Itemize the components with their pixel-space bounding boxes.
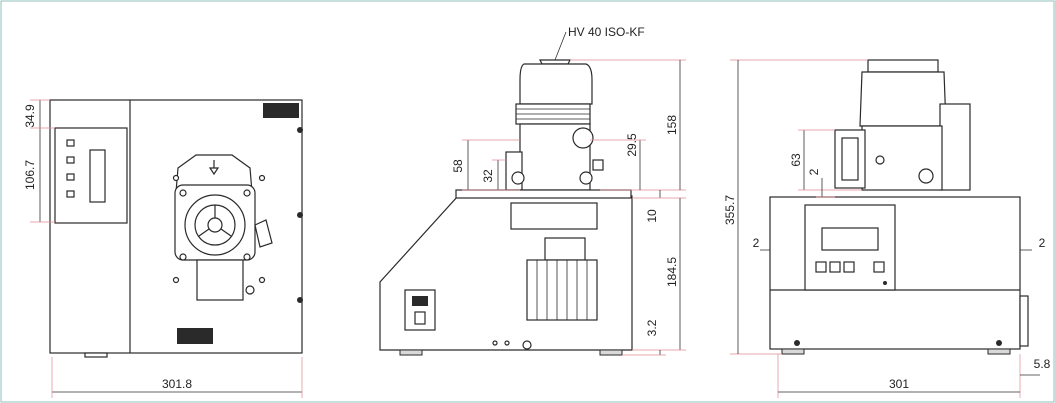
pump-lower-block xyxy=(196,259,244,301)
dim-pump-depth: 58 xyxy=(451,159,465,173)
flow-arrow-icon xyxy=(208,160,220,176)
front-vent-bottom xyxy=(177,328,213,344)
dim-top-offset: 34.9 xyxy=(23,104,37,128)
dim-total-height: 355.7 xyxy=(723,195,737,225)
electronics-box xyxy=(544,237,586,261)
dim-feet: 3.2 xyxy=(645,319,659,336)
front-button xyxy=(66,139,75,147)
dim-panel-height: 106.7 xyxy=(23,160,37,190)
front-view xyxy=(30,99,303,398)
flange-label: HV 40 ISO-KF xyxy=(568,25,645,39)
rear-button-left xyxy=(829,261,841,273)
dim-gauge-offset: 29.5 xyxy=(625,133,639,157)
dim-rear-upper: 63 xyxy=(789,153,803,167)
front-vent-top xyxy=(263,103,299,118)
dim-base-height: 184.5 xyxy=(665,257,679,287)
dim-front-width: 301.8 xyxy=(162,377,192,391)
rear-view xyxy=(730,59,1040,398)
side-view: HV 40 ISO-KF xyxy=(379,25,686,356)
base-top-plate xyxy=(455,189,632,199)
dim-rear-width: 301 xyxy=(889,377,909,391)
rear-button-menu xyxy=(815,261,827,273)
rear-dome xyxy=(859,71,947,127)
base-foot-left xyxy=(399,349,423,356)
rear-button-power xyxy=(873,261,885,273)
heat-sink xyxy=(526,259,598,321)
pump-side-port xyxy=(254,219,273,248)
dim-foot: 5.8 xyxy=(1034,357,1051,371)
rear-display xyxy=(821,227,879,251)
dim-right-margin: 2 xyxy=(1039,236,1046,250)
dim-inlet-height: 158 xyxy=(665,115,679,135)
base-display-window xyxy=(510,202,598,230)
pump-dome xyxy=(519,63,593,105)
front-display xyxy=(89,149,106,203)
rear-flange xyxy=(867,59,939,73)
dim-plate: 10 xyxy=(645,209,659,223)
power-switch xyxy=(412,296,428,306)
dim-rear-gap: 2 xyxy=(807,168,821,175)
rear-side-box xyxy=(939,103,971,191)
base-foot-right xyxy=(599,349,623,356)
dim-pump-low: 32 xyxy=(481,169,495,183)
pump-knob xyxy=(572,127,594,149)
dim-left-margin: 2 xyxy=(753,236,760,250)
rear-button-right xyxy=(843,261,855,273)
